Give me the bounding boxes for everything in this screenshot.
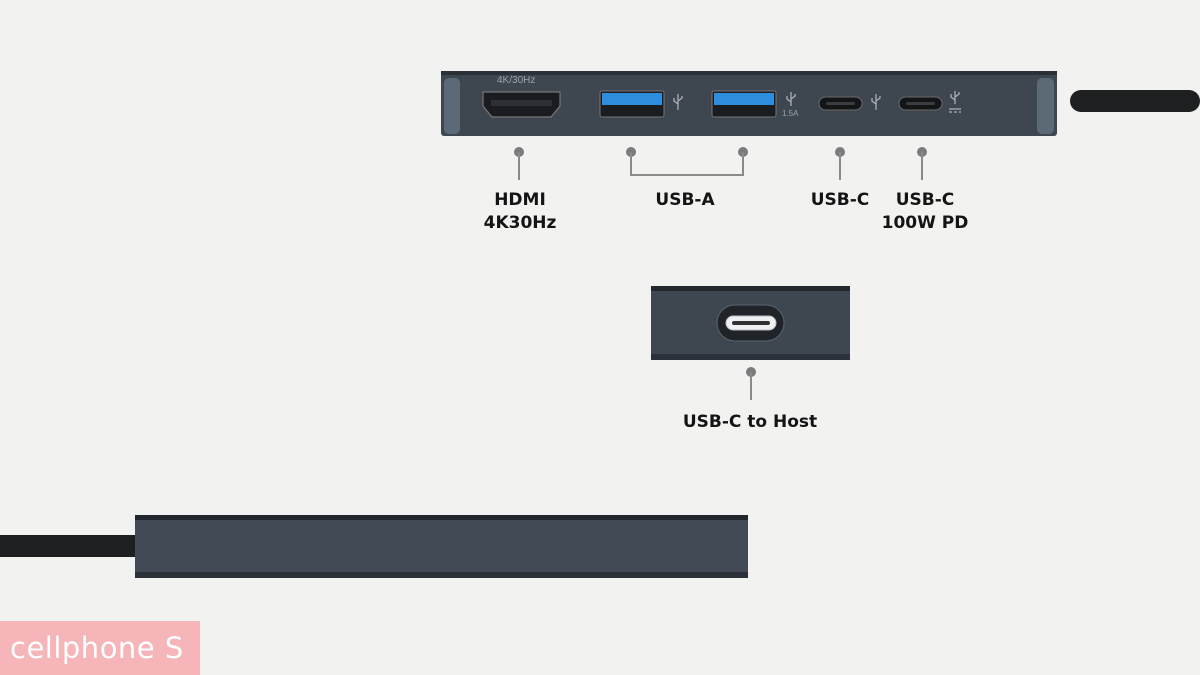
label-usb-a: USB-A [655, 190, 715, 210]
label-hdmi-line1: HDMI [494, 190, 546, 210]
hub-endcap-left [444, 78, 460, 134]
cable-right [1070, 90, 1200, 112]
label-usb-c: USB-C [810, 190, 870, 210]
usb-a-current-marking: 1.5A [782, 109, 799, 118]
label-host: USB-C to Host [682, 412, 818, 432]
hub-front-view [441, 71, 1200, 136]
hub-side-body [135, 515, 748, 578]
label-hdmi-line2: 4K30Hz [483, 213, 557, 233]
usb-trident-icon [871, 94, 881, 110]
label-usb-c-pd-line2: 100W PD [881, 213, 969, 233]
hdmi-marking: 4K/30Hz [497, 75, 536, 86]
usb-trident-icon [786, 92, 796, 106]
label-hdmi: HDMI 4K30Hz [470, 189, 570, 235]
hub-side-view [0, 515, 748, 578]
label-usb-c-pd: USB-C 100W PD [865, 189, 985, 235]
hub-endcap-right [1037, 78, 1054, 134]
cellphones-watermark: cellphone S [0, 621, 200, 675]
hub-host-end-view [651, 286, 850, 360]
cable-left [0, 535, 150, 557]
label-usb-c-pd-line1: USB-C [895, 190, 955, 210]
usb-trident-icon [673, 94, 683, 110]
power-delivery-icon [949, 91, 961, 113]
